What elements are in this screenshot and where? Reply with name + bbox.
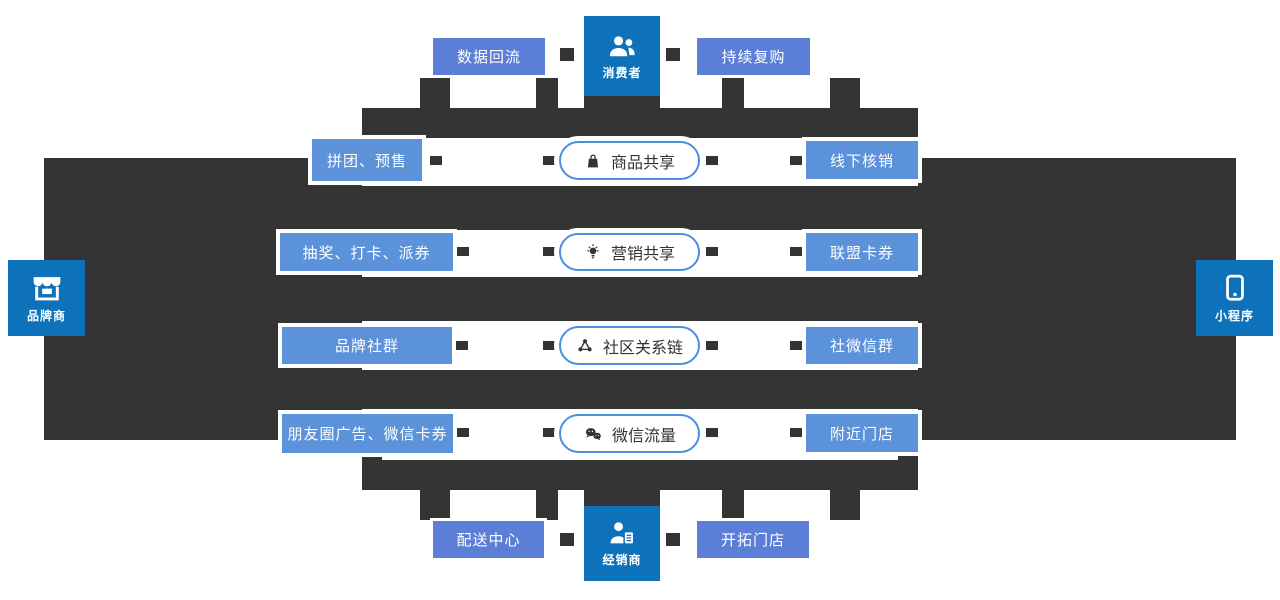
button-expand-stores[interactable]: 开拓门店 [697,521,809,558]
pill-label: 社区关系链 [602,339,683,357]
button-label: 数据回流 [456,49,521,66]
button-label: 抽奖、打卡、派券 [302,244,431,262]
node-miniprogram[interactable]: 小程序 [1196,260,1273,336]
button-nearby-stores[interactable]: 附近门店 [806,414,918,452]
button-label: 附近门店 [829,425,894,443]
button-label: 开拓门店 [720,532,785,549]
button-data-backflow[interactable]: 数据回流 [433,38,545,75]
button-group-presale[interactable]: 拼团、预售 [312,139,422,181]
node-label: 品牌商 [26,308,66,323]
node-distributor[interactable]: 经销商 [584,506,660,581]
node-label: 经销商 [602,553,642,567]
phone-icon [1220,273,1250,303]
pill-product-sharing[interactable]: 商品共享 [559,141,700,180]
button-alliance-coupon[interactable]: 联盟卡券 [806,233,918,271]
pill-label: 营销共享 [610,246,675,263]
button-label: 社微信群 [829,338,894,355]
pill-label: 商品共享 [610,154,675,172]
button-label: 持续复购 [721,49,786,66]
person-doc-icon [607,519,637,547]
button-offline-redeem[interactable]: 线下核销 [806,141,918,179]
button-label: 品牌社群 [334,338,399,355]
button-label: 线下核销 [829,152,894,170]
people-icon [606,32,638,60]
node-label: 小程序 [1214,308,1254,323]
button-label: 配送中心 [456,532,521,549]
pill-wechat-traffic[interactable]: 微信流量 [559,414,700,453]
button-label: 朋友圈广告、微信卡券 [287,426,448,443]
storefront-icon [30,273,64,303]
button-brand-community[interactable]: 品牌社群 [282,327,452,364]
pill-community-relation-chain[interactable]: 社区关系链 [559,326,700,365]
button-moments-ads-wechat-coupon[interactable]: 朋友圈广告、微信卡券 [282,414,453,453]
network-icon [576,337,594,355]
pill-marketing-sharing[interactable]: 营销共享 [559,233,700,271]
node-label: 消费者 [602,65,642,80]
button-repeat-purchase[interactable]: 持续复购 [697,38,810,75]
bag-icon [584,152,602,170]
node-brand[interactable]: 品牌商 [8,260,85,336]
bulb-icon [584,243,602,261]
button-delivery-center[interactable]: 配送中心 [433,521,544,558]
node-consumer[interactable]: 消费者 [584,16,660,96]
pill-label: 微信流量 [611,427,676,445]
button-wechat-group[interactable]: 社微信群 [806,327,918,364]
button-label: 联盟卡券 [829,244,894,262]
wechat-icon [583,425,603,443]
button-label: 拼团、预售 [326,152,407,170]
button-lottery-checkin-coupon[interactable]: 抽奖、打卡、派券 [280,233,453,271]
